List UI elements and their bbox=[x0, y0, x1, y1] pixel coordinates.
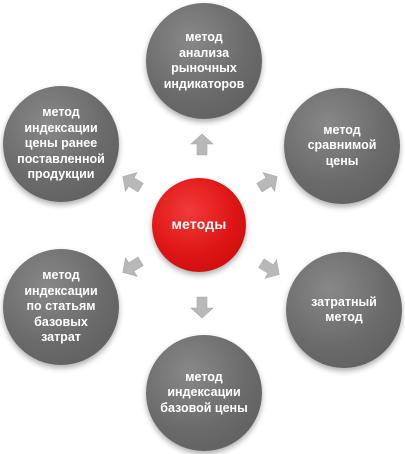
node-market-indicators-method: метод анализа рыночных индикаторов bbox=[146, 3, 262, 119]
node-base-cost-items-indexation-method: метод индексации по статьям базовых затр… bbox=[3, 249, 119, 365]
arrow-lower-right-icon bbox=[258, 258, 280, 279]
arrow-upper-right-icon bbox=[256, 172, 278, 193]
arrow-down-icon bbox=[190, 296, 214, 319]
node-cost-method: затратный метод bbox=[286, 252, 402, 368]
node-previous-product-price-indexation-method: метод индексации цены ранее поставленной… bbox=[3, 86, 119, 202]
node-base-price-indexation-method: метод индексации базовой цены bbox=[146, 335, 262, 451]
center-node-methods: методы bbox=[152, 178, 246, 272]
arrow-upper-left-icon bbox=[122, 172, 144, 193]
arrow-lower-left-icon bbox=[122, 256, 144, 277]
arrow-up-icon bbox=[190, 133, 214, 156]
node-comparable-price-method: метод сравнимой цены bbox=[284, 88, 400, 204]
